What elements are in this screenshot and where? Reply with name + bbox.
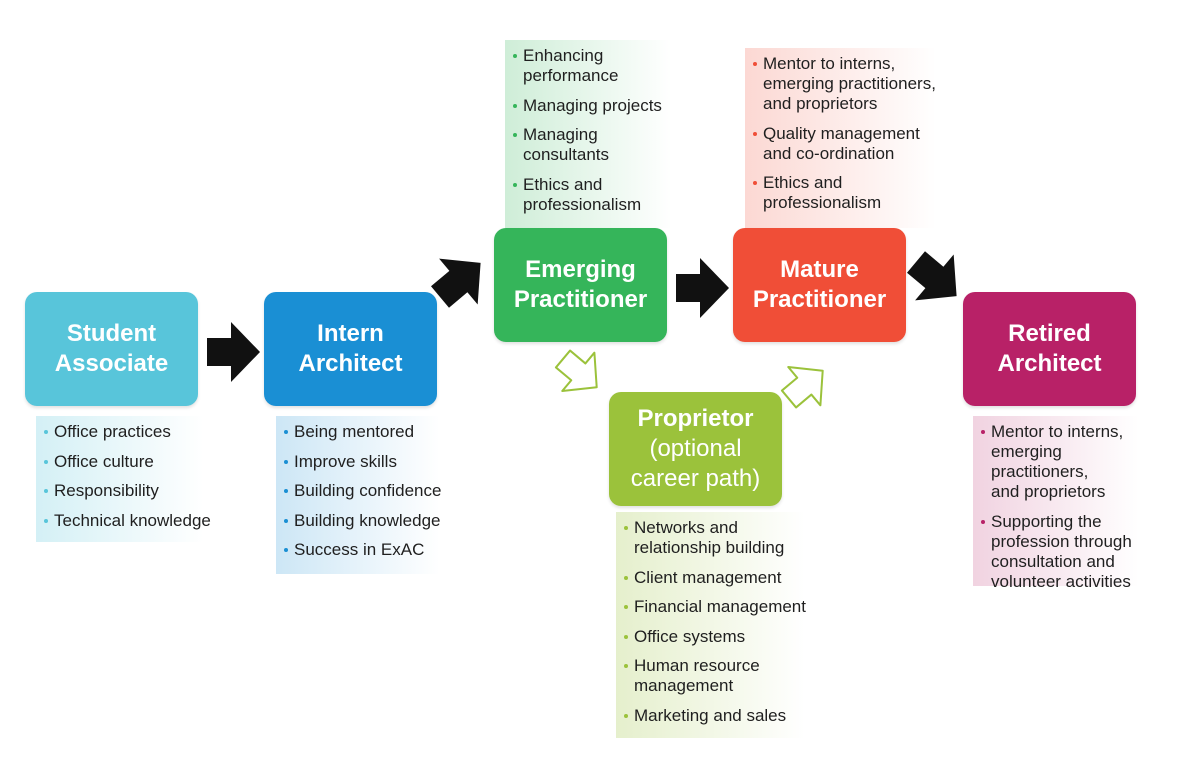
list-item: Success in ExAC <box>284 540 450 560</box>
list-item: Office systems <box>624 627 818 647</box>
list-item-text: profession through <box>991 531 1132 551</box>
retired-skills-list: Mentor to interns,emerging practitioners… <box>973 416 1157 591</box>
list-item: Client management <box>624 568 818 588</box>
list-item: Office practices <box>44 422 214 442</box>
list-item-text: professionalism <box>523 194 642 214</box>
list-item: Office culture <box>44 452 214 472</box>
list-item-text: Managing projects <box>523 95 662 115</box>
list-item: Improve skills <box>284 452 450 472</box>
list-item: Mentor to interns,emerging practitioners… <box>981 422 1149 502</box>
list-item: Technical knowledge <box>44 511 214 531</box>
list-item-text: Supporting the <box>991 511 1102 531</box>
list-item: Marketing and sales <box>624 706 818 726</box>
list-item-text: Building knowledge <box>294 510 441 530</box>
arrow-right-icon <box>207 322 260 382</box>
list-item-text: Managing <box>523 125 598 144</box>
stage-title-line-2: Architect <box>298 350 403 377</box>
stage-student-associate: Student Associate <box>25 292 198 406</box>
stage-title-line-1: Student <box>66 320 157 347</box>
stage-retired-architect: Retired Architect <box>963 292 1136 406</box>
list-item-text: Enhancing <box>523 46 604 65</box>
stage-mature-practitioner: Mature Practitioner <box>733 228 906 342</box>
stage-title-line-1: Intern <box>317 320 384 347</box>
stage-title-line-1: Proprietor <box>637 405 754 432</box>
list-item: Financial management <box>624 597 818 617</box>
list-item-text: Being mentored <box>294 422 415 441</box>
list-item-text: Marketing and sales <box>634 705 787 725</box>
list-item-text: Ethics and <box>763 173 843 192</box>
list-item-text: Mentor to interns, <box>991 422 1124 441</box>
list-item-text: Building confidence <box>294 481 442 500</box>
list-item: Building confidence <box>284 481 450 501</box>
list-item-text: emerging practitioners, <box>991 442 1089 481</box>
stage-title-line-2: Architect <box>997 350 1102 377</box>
list-item-text: Financial management <box>634 597 806 616</box>
list-item-text: Improve skills <box>294 451 397 471</box>
list-item: Managing projects <box>513 96 682 116</box>
stage-title-line-1: Retired <box>1008 320 1091 347</box>
list-item-text: Networks and <box>634 518 738 537</box>
stage-title-line-2: (optional <box>649 435 742 462</box>
list-item-text: Ethics and <box>523 174 603 194</box>
stage-title-line-2: Associate <box>54 350 169 377</box>
list-item-text: consultation and <box>991 551 1115 571</box>
list-item-text: Office practices <box>54 422 171 441</box>
list-item-text: professionalism <box>763 193 882 212</box>
arrow-outline-up-right-icon <box>780 365 824 409</box>
stage-title-line-1: Mature <box>780 256 859 283</box>
list-item-text: Responsibility <box>54 481 159 500</box>
list-item-text: Human resource <box>634 656 760 675</box>
list-item-text: consultants <box>523 145 609 164</box>
stage-title-line-1: Emerging <box>525 256 636 283</box>
list-item-text: Mentor to interns, <box>763 54 896 73</box>
list-item-text: Office systems <box>634 626 746 646</box>
stage-title-line-2: Practitioner <box>513 286 648 313</box>
list-item-text: and proprietors <box>991 482 1106 501</box>
list-item-text: Office culture <box>54 451 154 471</box>
list-item: Mentor to interns,emerging practitioners… <box>753 54 949 114</box>
list-item-text: relationship building <box>634 538 785 557</box>
list-item-text: Technical knowledge <box>54 510 211 530</box>
list-item-text: Success in ExAC <box>294 540 425 559</box>
list-item-text: volunteer activities <box>991 571 1131 591</box>
list-item: Building knowledge <box>284 511 450 531</box>
list-item-text: management <box>634 676 734 695</box>
list-item-text: Quality management <box>763 123 920 143</box>
arrow-right-icon <box>676 258 729 318</box>
stage-title-line-3: career path) <box>630 465 761 492</box>
stage-proprietor: Proprietor (optional career path) <box>609 392 782 506</box>
stage-emerging-practitioner: Emerging Practitioner <box>494 228 667 342</box>
mature-skills-list: Mentor to interns,emerging practitioners… <box>745 48 957 228</box>
stage-title-line-2: Practitioner <box>752 286 887 313</box>
list-item-text: performance <box>523 66 619 85</box>
arrow-outline-down-right-icon <box>554 349 598 393</box>
list-item-text: and proprietors <box>763 94 878 113</box>
list-item: Responsibility <box>44 481 214 501</box>
stage-intern-architect: Intern Architect <box>264 292 437 406</box>
list-item-text: Client management <box>634 567 782 587</box>
list-item: Being mentored <box>284 422 450 442</box>
list-item-text: and co-ordination <box>763 143 895 163</box>
list-item-text: emerging practitioners, <box>763 74 936 93</box>
